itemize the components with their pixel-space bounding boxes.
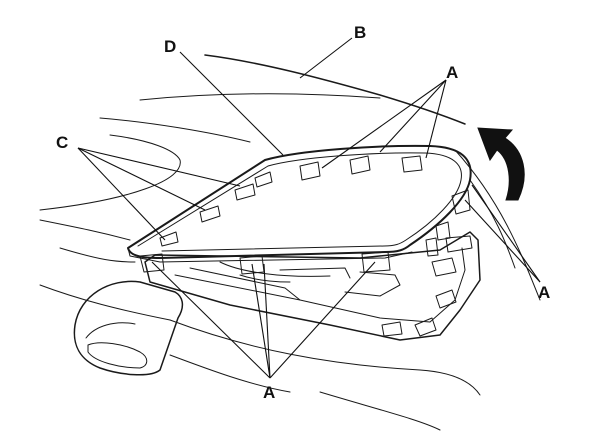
label-b: B <box>354 23 366 42</box>
trim-panel <box>127 144 472 275</box>
opening-frame <box>144 231 481 341</box>
dashboard-edge-line <box>204 54 466 125</box>
removal-direction-arrow <box>477 127 525 201</box>
label-c: C <box>56 133 68 152</box>
dashboard-body <box>39 93 541 431</box>
grip-handle <box>73 280 184 376</box>
leader-lines <box>77 37 541 379</box>
label-a-right: A <box>538 283 550 302</box>
label-a-bottom: A <box>263 383 275 402</box>
label-a-top: A <box>446 63 458 82</box>
callout-labels: D B A C A A <box>56 23 550 402</box>
label-d: D <box>164 37 176 56</box>
